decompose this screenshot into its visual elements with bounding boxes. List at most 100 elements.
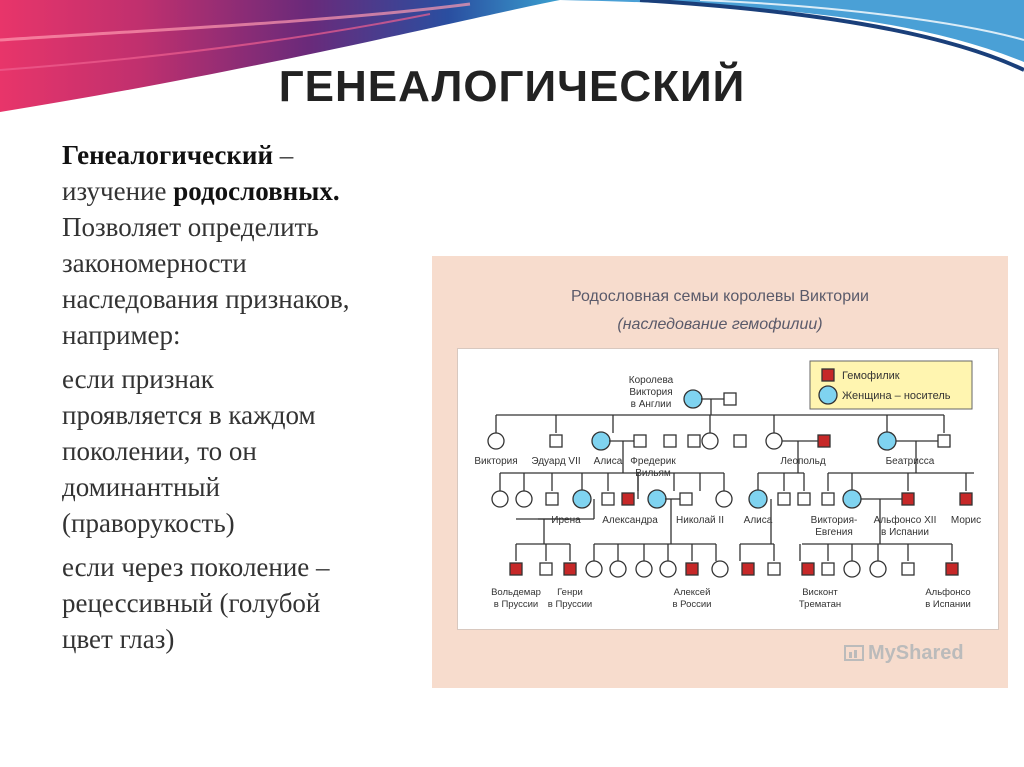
watermark: MyShared	[868, 642, 964, 664]
person-label: Ирена	[551, 515, 581, 526]
decorative-banner	[0, 0, 1024, 112]
person-label: Морис	[951, 515, 981, 526]
figure-subtitle: (наследование гемофилии)	[617, 316, 823, 333]
male-symbol	[723, 392, 737, 406]
person-label: в Испании	[925, 599, 971, 610]
male-symbol	[601, 492, 615, 506]
definition-line-1: Генеалогический –	[62, 140, 294, 170]
person-label: Королева	[629, 375, 674, 386]
text-line: если признак	[62, 364, 214, 394]
figure-title: Родословная семьи королевы Виктории	[571, 288, 869, 305]
carrier-female-symbol	[748, 489, 768, 509]
carrier-female-symbol	[683, 389, 703, 409]
text-line: доминантный	[62, 472, 220, 502]
person-label: в Испании	[881, 527, 929, 538]
person-label: Эдуард VII	[531, 456, 580, 467]
female-symbol	[515, 490, 533, 508]
person-label: Леопольд	[780, 456, 825, 467]
male-symbol	[777, 492, 791, 506]
male-symbol	[733, 434, 747, 448]
text-line: например:	[62, 320, 181, 350]
female-symbol	[715, 490, 733, 508]
person-label: в Пруссии	[494, 599, 538, 610]
carrier-female-symbol	[572, 489, 592, 509]
hemophiliac-male-symbol	[741, 562, 755, 576]
hemophiliac-male-symbol	[901, 492, 915, 506]
hemophiliac-male-symbol	[959, 492, 973, 506]
person-label: Евгения	[815, 527, 853, 538]
hemophiliac-male-symbol	[685, 562, 699, 576]
legend-box	[809, 360, 973, 410]
person-label: Николай II	[676, 515, 724, 526]
person-label: Гемофилик	[842, 370, 900, 382]
person-label: в Англии	[631, 399, 672, 410]
hemophiliac-male-symbol	[945, 562, 959, 576]
female-symbol	[869, 560, 887, 578]
text-line: проявляется в каждом	[62, 400, 316, 430]
female-symbol	[635, 560, 653, 578]
carrier-female-symbol	[647, 489, 667, 509]
definition-term: Генеалогический	[62, 140, 274, 170]
person-label: Альфонсо	[925, 587, 970, 598]
hemophiliac-male-symbol	[621, 492, 635, 506]
male-symbol	[663, 434, 677, 448]
female-symbol	[711, 560, 729, 578]
slide-text: Генеалогический – изучение родословных. …	[62, 137, 432, 657]
person-label: Женщина – носитель	[842, 390, 951, 402]
person-label: в России	[672, 599, 711, 610]
slide-title: ГЕНЕАЛОГИЧЕСКИЙ	[278, 62, 746, 111]
pedigree-figure: Родословная семьи королевы Виктории (нас…	[432, 256, 1008, 688]
female-symbol	[585, 560, 603, 578]
definition-line-2: изучение родословных.	[62, 176, 340, 206]
person-label: Трематан	[799, 599, 841, 610]
carrier-female-symbol	[842, 489, 862, 509]
text-line: наследования признаков,	[62, 284, 350, 314]
carrier-female-symbol	[818, 385, 838, 405]
hemophiliac-male-symbol	[817, 434, 831, 448]
person-label: Фредерик	[630, 456, 676, 467]
female-symbol	[765, 432, 783, 450]
text-line: цвет глаз)	[62, 624, 175, 654]
male-symbol	[767, 562, 781, 576]
person-label: Альфонсо XII	[874, 514, 937, 526]
hemophiliac-male-symbol	[563, 562, 577, 576]
text-line: рецессивный (голубой	[62, 588, 321, 618]
male-symbol	[679, 492, 693, 506]
female-symbol	[701, 432, 719, 450]
male-symbol	[545, 492, 559, 506]
male-symbol	[549, 434, 563, 448]
female-symbol	[491, 490, 509, 508]
person-label: Виктория	[474, 456, 517, 467]
person-label: Алиса	[594, 456, 623, 467]
myshared-logo-icon	[844, 645, 864, 661]
female-symbol	[487, 432, 505, 450]
person-label: Алиса	[744, 515, 773, 526]
person-label: в Пруссии	[548, 599, 592, 610]
male-symbol	[901, 562, 915, 576]
male-symbol	[633, 434, 647, 448]
hemophiliac-male-symbol	[801, 562, 815, 576]
person-label: Вольдемар	[491, 587, 541, 598]
person-label: Висконт	[802, 587, 838, 598]
hemophiliac-male-symbol	[821, 368, 835, 382]
female-symbol	[843, 560, 861, 578]
text-line: закономерности	[62, 248, 247, 278]
person-label: Александра	[602, 515, 658, 526]
person-label: Алексей	[674, 587, 711, 598]
male-symbol	[937, 434, 951, 448]
male-symbol	[539, 562, 553, 576]
male-symbol	[821, 562, 835, 576]
female-symbol	[659, 560, 677, 578]
person-label: Виктория-	[811, 515, 858, 526]
carrier-female-symbol	[877, 431, 897, 451]
text-line: если через поколение –	[62, 552, 330, 582]
person-label: Генри	[557, 587, 583, 598]
person-label: Виктория	[629, 387, 672, 398]
carrier-female-symbol	[591, 431, 611, 451]
text-line: поколении, то он	[62, 436, 257, 466]
male-symbol	[821, 492, 835, 506]
hemophiliac-male-symbol	[509, 562, 523, 576]
female-symbol	[609, 560, 627, 578]
person-label: Беатрисса	[886, 456, 935, 467]
